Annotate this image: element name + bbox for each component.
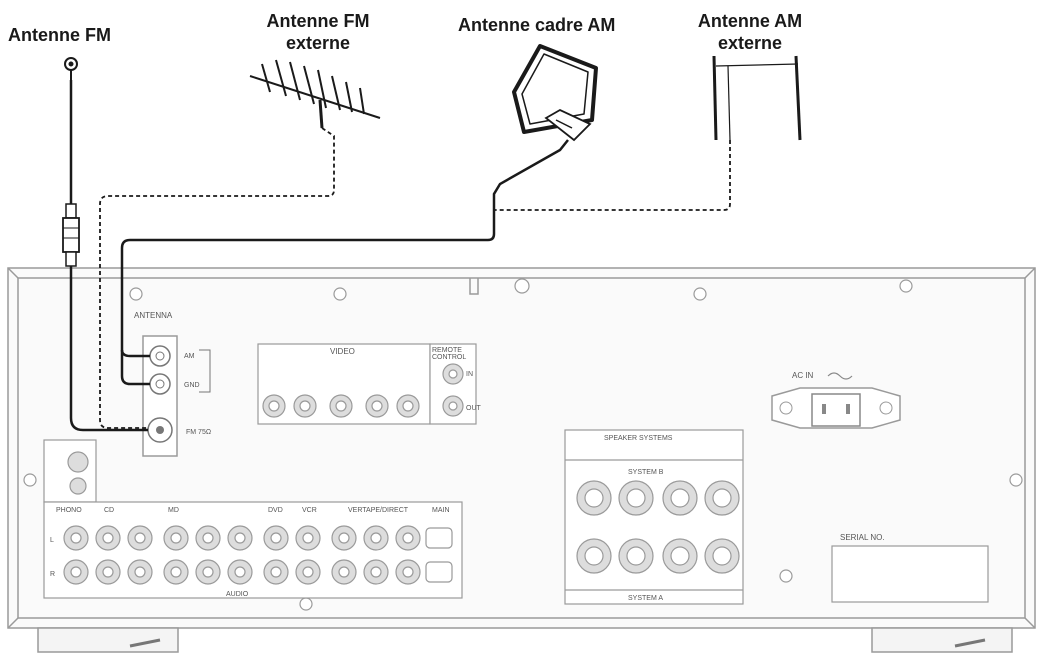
speaker-systems-label: SPEAKER SYSTEMS xyxy=(604,435,673,442)
video-section xyxy=(257,343,477,425)
am-loop-antenna-label: Antenne cadre AM xyxy=(458,15,616,35)
phono-label: PHONO xyxy=(56,507,82,514)
vcr-label: VCR xyxy=(302,507,317,514)
antenna-panel-label: ANTENNA xyxy=(134,311,173,320)
external-am-antenna-label-line1: Antenne AM xyxy=(697,11,803,31)
audio-left-label: L xyxy=(50,537,54,544)
fm-jack-label: FM 75Ω xyxy=(186,429,211,436)
serial-number-plate xyxy=(831,545,989,603)
receiver-feet xyxy=(37,627,1013,653)
external-am-antenna-label-line2: externe xyxy=(717,33,783,53)
external-fm-antenna xyxy=(249,59,381,129)
cd-label: CD xyxy=(104,507,114,514)
system-b-label: SYSTEM B xyxy=(628,469,664,476)
gnd-terminal-label: GND xyxy=(184,382,200,389)
audio-section xyxy=(43,439,463,599)
control-label: CONTROL xyxy=(432,354,466,361)
dvd-label: DVD xyxy=(268,507,283,514)
md-label: MD xyxy=(168,507,179,514)
audio-right-label: R xyxy=(50,571,55,578)
audio-section-label: AUDIO xyxy=(226,591,249,598)
external-fm-antenna-label-line1: Antenne FM xyxy=(266,11,370,31)
external-am-cable xyxy=(494,140,731,211)
fm-antenna-cable xyxy=(69,266,148,432)
am-loop-cable-branch xyxy=(120,349,150,358)
remote-in-label: IN xyxy=(466,371,473,378)
remote-label: REMOTE xyxy=(432,347,462,354)
external-fm-antenna-label-line2: externe xyxy=(285,33,351,53)
external-fm-cable xyxy=(99,127,335,429)
video-section-label: VIDEO xyxy=(330,347,355,356)
am-terminal-label: AM xyxy=(184,353,195,360)
ac-inlet: AC IN xyxy=(771,371,901,429)
speaker-terminals xyxy=(564,429,744,605)
serial-number-label: SERIAL NO. xyxy=(840,533,885,542)
external-fm-antenna-label: Antenne FM externe xyxy=(248,10,388,54)
external-am-antenna xyxy=(712,55,802,141)
main-label: MAIN xyxy=(432,507,450,514)
system-a-label: SYSTEM A xyxy=(628,595,663,602)
remote-out-label: OUT xyxy=(466,405,482,412)
external-am-antenna-label: Antenne AM externe xyxy=(690,10,810,54)
am-loop-antenna xyxy=(512,44,598,142)
panel-screws xyxy=(23,278,1023,611)
am-loop-cable xyxy=(120,139,569,386)
vertape-label: VERTAPE/DIRECT xyxy=(348,507,409,514)
fm-antenna-label: Antenne FM xyxy=(8,25,111,45)
fm-wire-antenna xyxy=(62,57,80,267)
ac-in-label: AC IN xyxy=(792,371,814,380)
